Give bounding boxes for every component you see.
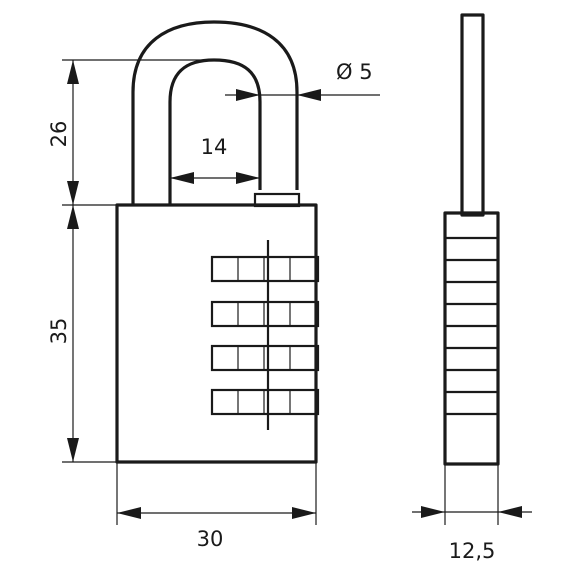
- front-view: [115, 20, 320, 464]
- lock-body: [115, 203, 318, 464]
- dimension-shackle-height: 26: [47, 59, 214, 206]
- shackle-inner: [168, 58, 262, 205]
- dimension-label-12-5: 12,5: [449, 539, 496, 563]
- wheel: [210, 300, 320, 328]
- side-shackle: [460, 13, 485, 217]
- dimension-label-14: 14: [201, 135, 228, 159]
- dimension-body-width: 30: [116, 462, 317, 551]
- combination-wheels: [210, 255, 320, 416]
- side-wheel-lines: [445, 236, 498, 416]
- dimension-label-26: 26: [47, 121, 71, 148]
- dimension-shackle-inner-width: 14: [170, 135, 260, 184]
- wheel: [210, 388, 320, 416]
- wheel: [210, 344, 320, 372]
- wheel: [210, 255, 320, 283]
- dimension-body-thickness: 12,5: [412, 464, 532, 563]
- dimension-label-diameter: Ø 5: [336, 60, 373, 84]
- side-body: [443, 211, 500, 466]
- dimension-label-30: 30: [197, 527, 224, 551]
- dimension-label-35: 35: [47, 318, 71, 345]
- dimension-body-height: 35: [47, 205, 117, 463]
- dimension-shackle-diameter: Ø 5: [225, 60, 380, 101]
- side-view: [443, 13, 500, 466]
